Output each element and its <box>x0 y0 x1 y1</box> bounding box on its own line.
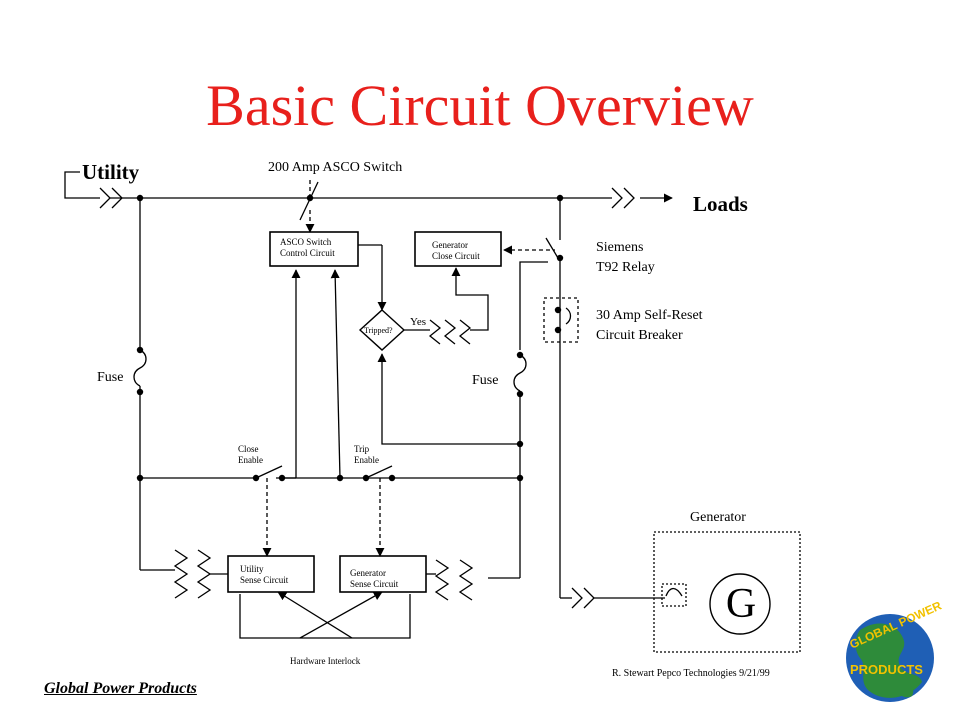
close-enable-line1: Close <box>238 444 259 454</box>
siemens-line1: Siemens <box>596 240 644 255</box>
trip-enable-label: Trip Enable <box>354 444 379 466</box>
siemens-relay-label: Siemens T92 Relay <box>596 238 655 278</box>
generator-sense-line2: Sense Circuit <box>350 579 399 589</box>
utility-bracket <box>64 171 100 199</box>
generator-label: Generator <box>690 510 746 525</box>
generator-sense-line1: Generator <box>350 568 386 578</box>
asco-control-label: ASCO Switch Control Circuit <box>280 237 335 259</box>
slide-title: Basic Circuit Overview <box>206 73 754 138</box>
fuse-left-label: Fuse <box>97 370 124 385</box>
asco-control-box <box>269 231 359 267</box>
utility-label: Utility <box>82 160 140 184</box>
breaker-label: 30 Amp Self-Reset Circuit Breaker <box>596 306 703 346</box>
utility-sense-label: Utility Sense Circuit <box>240 564 288 586</box>
utility-sense-line1: Utility <box>240 564 264 574</box>
trip-enable-line1: Trip <box>354 444 370 454</box>
generator-close-line2: Close Circuit <box>432 251 480 261</box>
hardware-interlock-label: Hardware Interlock <box>290 656 361 666</box>
breaker-box <box>543 297 579 343</box>
breaker-line2: Circuit Breaker <box>596 328 683 343</box>
breaker-line1: 30 Amp Self-Reset <box>596 308 703 323</box>
hardware-interlock <box>239 594 411 639</box>
logo-text-bottom: PRODUCTS <box>850 662 923 677</box>
asco-control-line2: Control Circuit <box>280 248 335 258</box>
fuse-right-symbol <box>513 354 527 392</box>
generator-sense-label: Generator Sense Circuit <box>350 568 398 590</box>
coil-generator-icon <box>434 559 474 601</box>
siemens-line2: T92 Relay <box>596 260 655 275</box>
generator-close-line1: Generator <box>432 240 468 250</box>
asco-switch-label: 200 Amp ASCO Switch <box>268 160 403 175</box>
tripped-label: Tripped? <box>364 326 393 335</box>
credit-text: R. Stewart Pepco Technologies 9/21/99 <box>612 668 770 679</box>
trip-enable-switch <box>365 465 393 479</box>
generator-box <box>653 531 801 653</box>
junction-dots <box>136 194 564 482</box>
utility-sense-line2: Sense Circuit <box>240 575 289 585</box>
fuse-left-symbol <box>133 349 147 387</box>
tripped-decision <box>358 309 406 351</box>
trip-enable-line2: Enable <box>354 455 379 465</box>
close-enable-line2: Enable <box>238 455 263 465</box>
siemens-relay-contact <box>545 237 559 259</box>
close-enable-label: Close Enable <box>238 444 263 466</box>
coil-utility-icon <box>173 549 212 599</box>
generator-symbol <box>709 573 771 635</box>
loads-label: Loads <box>693 192 748 216</box>
generator-close-box <box>414 231 502 267</box>
global-power-logo <box>846 614 934 702</box>
close-enable-switch <box>255 465 283 479</box>
fuse-right-label: Fuse <box>472 373 499 388</box>
generator-letter: G <box>725 581 757 627</box>
asco-control-line1: ASCO Switch <box>280 237 332 247</box>
coil-yes-icon <box>428 319 472 345</box>
generator-close-label: Generator Close Circuit <box>432 240 480 262</box>
footer-brand: Global Power Products <box>44 680 197 697</box>
yes-label: Yes <box>410 316 427 328</box>
